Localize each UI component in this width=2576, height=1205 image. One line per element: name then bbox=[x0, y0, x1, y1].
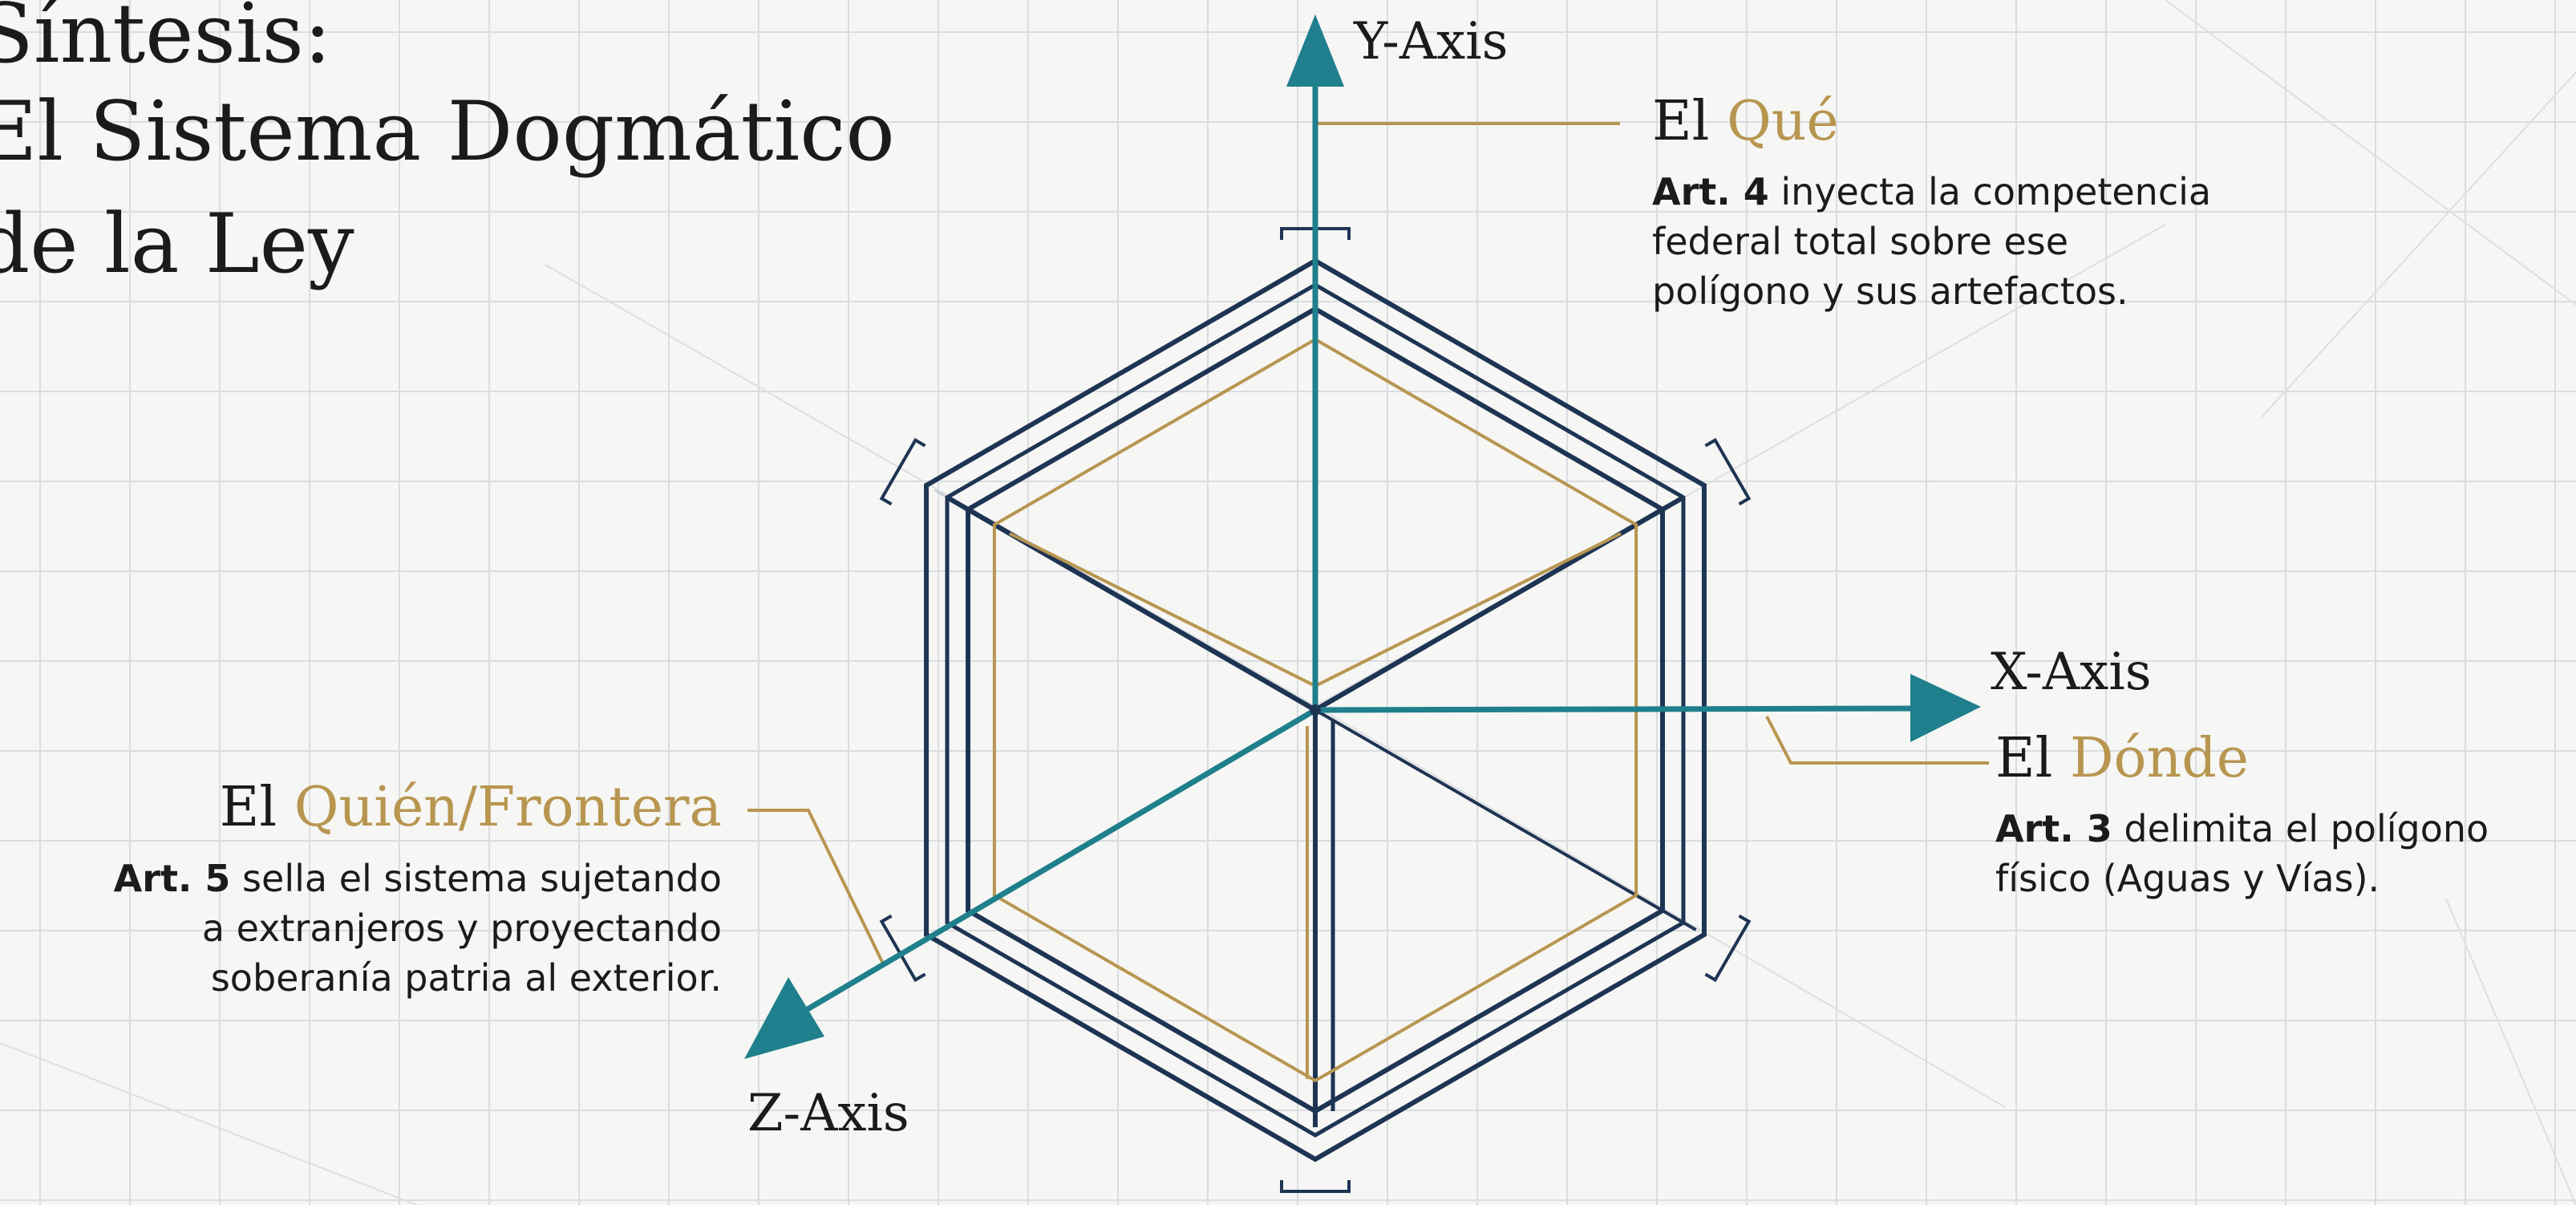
quien-line-3: soberanía patria al exterior. bbox=[210, 956, 722, 1000]
y-axis-arrowhead bbox=[1286, 14, 1344, 87]
corner-brackets bbox=[879, 227, 1752, 1193]
cube-hex-outline bbox=[924, 258, 1707, 1162]
x-axis-label: X-Axis bbox=[1991, 643, 2152, 702]
title-line-3: de la Ley bbox=[0, 197, 354, 292]
leader-lines bbox=[747, 122, 1989, 968]
x-axis-line bbox=[1314, 705, 1926, 713]
donde-prefix: El bbox=[1995, 727, 2053, 790]
cube-edge-right bbox=[1314, 708, 1697, 931]
quien-article: Art. 5 bbox=[113, 857, 231, 900]
quien-line-2: a extranjeros y proyectando bbox=[201, 907, 722, 950]
quien-line-1-text: sella el sistema sujetando bbox=[230, 857, 722, 900]
donde-description: Art. 3 delimita el polígono físico (Agua… bbox=[1995, 804, 2489, 903]
leader-donde bbox=[1765, 716, 1989, 765]
que-line-3: polígono y sus artefactos. bbox=[1652, 270, 2128, 313]
coordinate-axes bbox=[744, 14, 1981, 1059]
cube-gold-outline bbox=[992, 337, 1638, 1083]
donde-heading: El Dónde bbox=[1995, 732, 2249, 786]
que-article: Art. 4 bbox=[1652, 170, 1769, 213]
que-line-1-text: inyecta la competencia bbox=[1768, 170, 2212, 213]
que-accent: Qué bbox=[1727, 90, 1839, 153]
que-line-1: Art. 4 inyecta la competencia bbox=[1652, 167, 2211, 217]
donde-line-1-text: delimita el polígono bbox=[2112, 807, 2489, 850]
que-prefix: El bbox=[1652, 90, 1710, 153]
corner-bracket bbox=[1704, 914, 1752, 983]
title-line-1: Síntesis: bbox=[0, 0, 332, 82]
donde-line-2: físico (Aguas y Vías). bbox=[1995, 857, 2380, 900]
z-axis-label: Z-Axis bbox=[747, 1084, 909, 1143]
leader-quien bbox=[747, 809, 886, 968]
quien-prefix: El bbox=[219, 776, 277, 839]
quien-line-1: Art. 5 sella el sistema sujetando bbox=[114, 854, 722, 903]
que-description: Art. 4 inyecta la competencia federal to… bbox=[1652, 167, 2211, 316]
y-axis-label: Y-Axis bbox=[1354, 12, 1509, 71]
z-axis-arrowhead bbox=[744, 977, 824, 1059]
que-heading: El Qué bbox=[1652, 95, 1839, 149]
title-line-2: El Sistema Dogmático bbox=[0, 84, 895, 180]
x-axis-arrowhead bbox=[1910, 674, 1981, 742]
corner-bracket bbox=[879, 437, 926, 506]
corner-bracket bbox=[1704, 437, 1752, 506]
donde-line-1: Art. 3 delimita el polígono bbox=[1995, 804, 2489, 854]
quien-accent: Quién/Frontera bbox=[294, 776, 722, 839]
donde-accent: Dónde bbox=[2070, 727, 2250, 790]
corner-bracket bbox=[1280, 1180, 1351, 1193]
origin-point bbox=[1310, 704, 1321, 716]
quien-heading: El Quién/Frontera bbox=[220, 781, 722, 835]
corner-bracket bbox=[879, 914, 926, 983]
z-axis-line bbox=[800, 707, 1317, 1016]
donde-article: Art. 3 bbox=[1995, 807, 2112, 850]
que-line-2: federal total sobre ese bbox=[1652, 220, 2069, 263]
quien-description: Art. 5 sella el sistema sujetando a extr… bbox=[114, 854, 722, 1003]
